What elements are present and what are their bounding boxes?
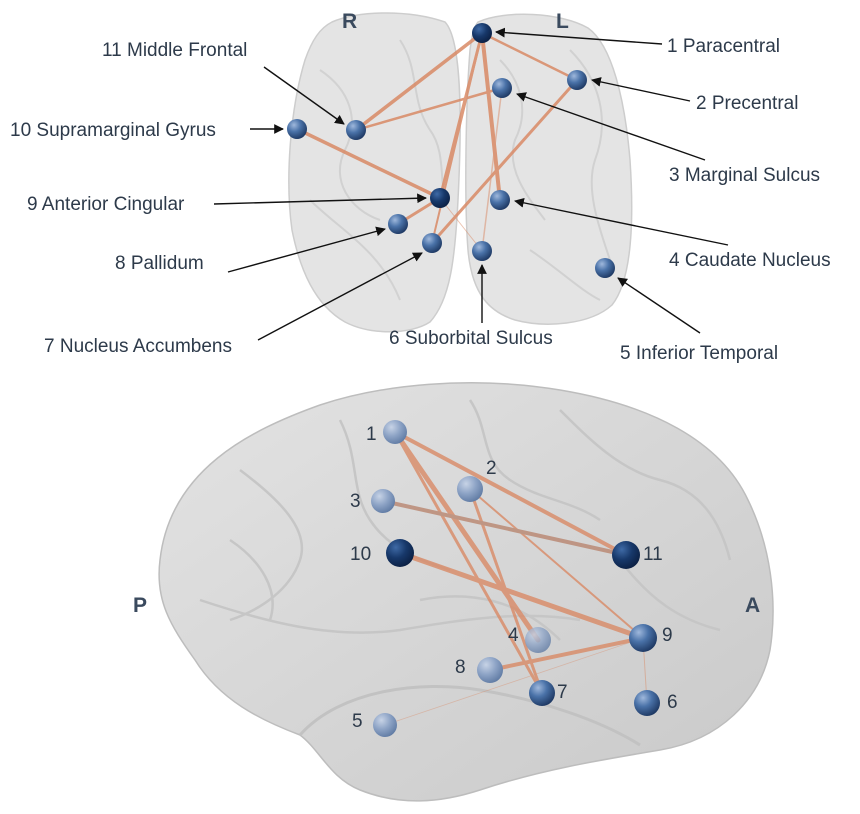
side-node-5 bbox=[373, 713, 397, 737]
region-label-10: 10 Supramarginal Gyrus bbox=[10, 120, 216, 141]
top-node-1 bbox=[472, 23, 492, 43]
side-node-9 bbox=[629, 624, 657, 652]
anterior-label: A bbox=[745, 594, 760, 617]
side-number-3: 3 bbox=[350, 491, 361, 512]
side-number-11: 11 bbox=[643, 544, 663, 565]
side-node-11 bbox=[612, 541, 640, 569]
region-label-6: 6 Suborbital Sulcus bbox=[389, 328, 553, 349]
side-node-6 bbox=[634, 690, 660, 716]
region-label-8: 8 Pallidum bbox=[115, 253, 204, 274]
top-node-2 bbox=[567, 70, 587, 90]
right-hemisphere-shape bbox=[289, 13, 460, 332]
region-label-5: 5 Inferior Temporal bbox=[620, 343, 778, 364]
side-node-4 bbox=[525, 627, 551, 653]
hemisphere-left-label: L bbox=[556, 10, 569, 33]
side-number-1: 1 bbox=[366, 424, 377, 445]
region-label-9: 9 Anterior Cingular bbox=[27, 194, 185, 215]
posterior-label: P bbox=[133, 594, 147, 617]
top-node-4 bbox=[490, 190, 510, 210]
region-label-4: 4 Caudate Nucleus bbox=[669, 250, 831, 271]
side-number-9: 9 bbox=[662, 625, 673, 646]
side-brain-shape bbox=[159, 383, 773, 801]
region-label-2: 2 Precentral bbox=[696, 93, 798, 114]
top-node-5 bbox=[595, 258, 615, 278]
side-number-8: 8 bbox=[455, 657, 466, 678]
top-node-3 bbox=[492, 78, 512, 98]
side-node-10 bbox=[386, 539, 414, 567]
side-node-8 bbox=[477, 657, 503, 683]
region-label-7: 7 Nucleus Accumbens bbox=[44, 336, 232, 357]
side-number-10: 10 bbox=[350, 544, 371, 565]
top-node-10 bbox=[287, 119, 307, 139]
top-node-6 bbox=[472, 241, 492, 261]
side-node-2 bbox=[457, 476, 483, 502]
region-label-1: 1 Paracentral bbox=[667, 36, 780, 57]
top-brain-view: R L 1 Paracentral 2 Precentral 3 Margina… bbox=[10, 10, 831, 364]
hemisphere-right-label: R bbox=[342, 10, 357, 33]
side-number-2: 2 bbox=[486, 458, 497, 479]
side-number-6: 6 bbox=[667, 692, 678, 713]
top-node-9 bbox=[430, 188, 450, 208]
top-node-7 bbox=[422, 233, 442, 253]
region-label-11: 11 Middle Frontal bbox=[102, 40, 247, 61]
side-number-5: 5 bbox=[352, 711, 363, 732]
region-label-3: 3 Marginal Sulcus bbox=[669, 165, 820, 186]
side-node-3 bbox=[371, 489, 395, 513]
side-number-7: 7 bbox=[557, 682, 568, 703]
side-brain-view: 1 2 3 4 5 6 7 8 9 10 11 P A bbox=[133, 383, 773, 801]
top-node-11 bbox=[346, 120, 366, 140]
top-node-8 bbox=[388, 214, 408, 234]
side-node-7 bbox=[529, 680, 555, 706]
side-number-4: 4 bbox=[508, 625, 519, 646]
side-node-1 bbox=[383, 420, 407, 444]
